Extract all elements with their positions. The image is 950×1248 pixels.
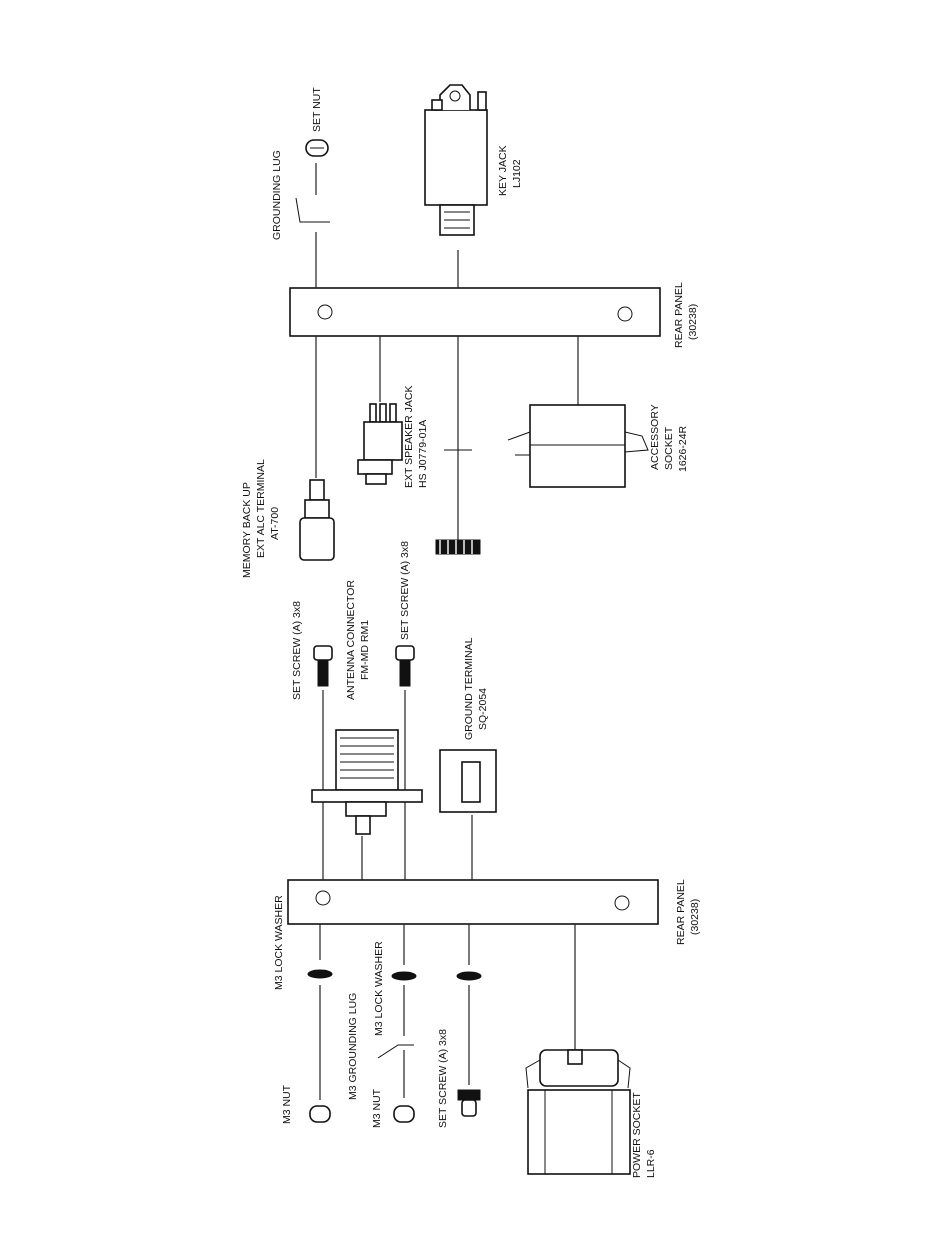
label-m3-lock-washer-2: M3 LOCK WASHER [373,941,385,1036]
label-m3-nut-1: M3 NUT [281,1084,293,1124]
label-m3-lock-washer-1: M3 LOCK WASHER [273,895,285,990]
label-set-screw-2: SET SCREW (A) 3x8 [399,541,411,640]
label-set-screw-3: SET SCREW (A) 3x8 [437,1029,449,1128]
set-screw-part-1 [313,645,333,687]
label-m3-grounding-lug: M3 GROUNDING LUG [347,993,359,1100]
label-antenna: ANTENNA CONNECTOR [345,580,357,700]
label-grounding-lug-top: GROUNDING LUG [271,150,283,240]
threaded-nut-part [435,539,481,555]
label-set-nut: SET NUT [311,87,323,132]
lock-washers-part [307,969,482,981]
label-key-jack-part: LJ102 [511,159,523,188]
labels: GROUNDING LUG SET NUT KEY JACK LJ102 REA… [241,87,701,1178]
rear-panel-bottom [287,879,659,925]
m3-grounding-lug-part [377,1044,414,1059]
assembly-lines [315,163,579,1100]
label-power-socket: POWER SOCKET [631,1092,643,1178]
set-screw-part-3 [457,1089,481,1117]
power-socket-part [525,1049,631,1175]
label-set-screw-1: SET SCREW (A) 3x8 [291,601,303,700]
accessory-socket-part [507,404,649,488]
set-screw-part-2 [395,645,415,687]
label-memory-backup: MEMORY BACK UP [241,482,253,578]
at700-terminal-part [299,479,335,561]
label-socket: SOCKET [663,426,675,470]
rear-panel-top [289,287,661,337]
key-jack-part [424,84,488,236]
label-rear-panel-top-num: (30238) [687,304,699,340]
label-rear-panel-top: REAR PANEL [673,282,685,348]
grounding-lug-part [295,197,330,223]
ext-speaker-jack-part [357,403,403,485]
label-at700: AT-700 [269,507,281,540]
ground-terminal-part [439,749,497,813]
label-rear-panel-bot: REAR PANEL [675,879,687,945]
set-nut-part [305,139,329,157]
label-power-socket-part: LLR-6 [645,1149,657,1178]
label-accessory: ACCESSORY [649,404,661,470]
antenna-connector-part [311,729,423,835]
label-key-jack: KEY JACK [497,145,509,196]
label-ground-terminal-part: SQ-2054 [477,688,489,730]
label-ext-alc: EXT ALC TERMINAL [255,459,267,558]
label-m3-nut-2: M3 NUT [371,1088,383,1128]
label-ext-speaker: EXT SPEAKER JACK [403,385,415,488]
label-antenna-part: FM-MD RM1 [359,620,371,680]
label-ground-terminal: GROUND TERMINAL [463,637,475,740]
label-rear-panel-bot-num: (30238) [689,899,701,935]
label-ext-speaker-part: HS J0779-01A [417,420,429,488]
m3-nut-part-2 [393,1105,415,1123]
m3-nut-part-1 [309,1105,331,1123]
label-accessory-part: 1626-24R [677,425,689,472]
